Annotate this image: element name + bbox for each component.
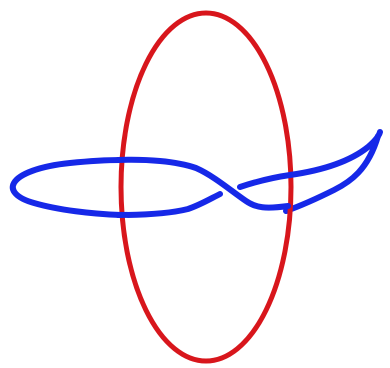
blue-strand-back-left	[13, 160, 121, 215]
blue-strand-front-lower-a	[118, 194, 220, 215]
blue-strand-front-lower-b	[240, 132, 380, 187]
red-loop	[121, 13, 291, 361]
